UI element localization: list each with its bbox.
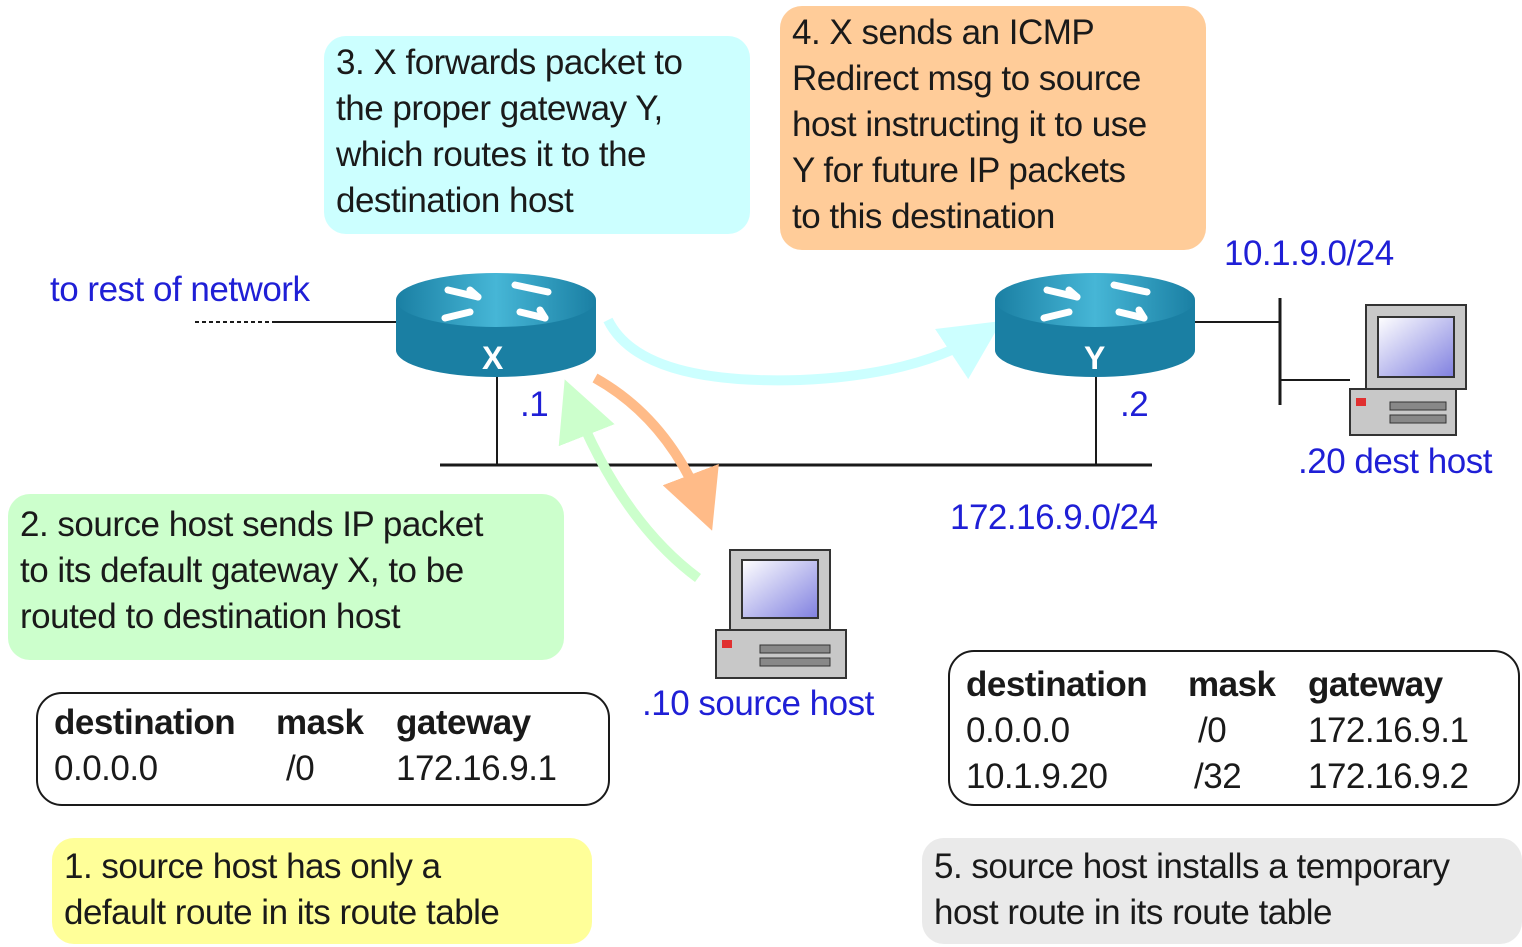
table-row: 10.1.9.20 /32 172.16.9.2	[966, 754, 1469, 800]
table-cell: 172.16.9.2	[1308, 757, 1469, 796]
step4-line: 4. X sends an ICMP	[792, 13, 1095, 52]
step5-note: 5. source host installs a temporary host…	[922, 838, 1522, 944]
route-table-before: destination mask gateway 0.0.0.0 /0 172.…	[36, 692, 610, 806]
step4-line: Y for future IP packets	[792, 151, 1126, 190]
source-host-computer-icon	[715, 549, 847, 679]
dest-host-computer-icon	[1349, 304, 1467, 436]
step4-line: Redirect msg to source	[792, 59, 1141, 98]
table-cell: 172.16.9.1	[1308, 711, 1469, 750]
network-links	[195, 298, 1350, 467]
step5-line: host route in its route table	[934, 893, 1332, 932]
step3-line: the proper gateway Y,	[336, 89, 663, 128]
step4-line: host instructing it to use	[792, 105, 1147, 144]
table-cell: /32	[1194, 757, 1242, 796]
step4-line: to this destination	[792, 197, 1055, 236]
router-x-label: X	[482, 340, 504, 376]
table-cell: /0	[1198, 711, 1227, 750]
step3-line: which routes it to the	[336, 135, 647, 174]
step3-note: 3. X forwards packet to the proper gatew…	[324, 36, 750, 234]
step1-note: 1. source host has only a default route …	[52, 838, 592, 944]
step1-line: 1. source host has only a	[64, 847, 441, 886]
step1-line: default route in its route table	[64, 893, 500, 932]
route-table: destination mask gateway 0.0.0.0 /0 172.…	[966, 662, 1469, 800]
table-row: 0.0.0.0 /0 172.16.9.1	[966, 708, 1469, 754]
table-cell: 172.16.9.1	[396, 749, 557, 788]
step2-line: 2. source host sends IP packet	[20, 505, 483, 544]
column-header: mask	[1188, 665, 1276, 704]
table-cell: 0.0.0.0	[966, 711, 1070, 750]
route-table: destination mask gateway 0.0.0.0 /0 172.…	[54, 700, 557, 792]
router-x-address: .1	[520, 385, 549, 424]
column-header: mask	[276, 703, 364, 742]
table-header-row: destination mask gateway	[54, 700, 556, 746]
redirect-arrow	[592, 373, 719, 531]
remote-subnet-label: 10.1.9.0/24	[1224, 234, 1394, 273]
table-cell: 10.1.9.20	[966, 757, 1108, 796]
column-header: destination	[54, 703, 236, 742]
table-row: 0.0.0.0 /0 172.16.9.1	[54, 746, 557, 792]
packet-arrow	[558, 379, 701, 583]
table-cell: /0	[286, 749, 315, 788]
source-host-label: .10 source host	[642, 684, 874, 723]
step5-line: 5. source host installs a temporary	[934, 847, 1450, 886]
column-header: destination	[966, 665, 1148, 704]
forward-arrow	[603, 317, 1002, 386]
router-y-label: Y	[1084, 340, 1106, 376]
lan-subnet-label: 172.16.9.0/24	[950, 498, 1158, 537]
rest-of-network-label: to rest of network	[50, 270, 310, 309]
table-cell: 0.0.0.0	[54, 749, 158, 788]
route-table-after: destination mask gateway 0.0.0.0 /0 172.…	[948, 650, 1520, 806]
column-header: gateway	[396, 703, 531, 742]
column-header: gateway	[1308, 665, 1443, 704]
step2-line: to its default gateway X, to be	[20, 551, 464, 590]
step3-line: destination host	[336, 181, 574, 220]
step4-note: 4. X sends an ICMP Redirect msg to sourc…	[780, 6, 1206, 250]
router-x-icon	[396, 273, 596, 377]
router-y-icon	[995, 273, 1195, 377]
table-header-row: destination mask gateway	[966, 662, 1468, 708]
dest-host-label: .20 dest host	[1298, 442, 1492, 481]
step2-note: 2. source host sends IP packet to its de…	[8, 494, 564, 660]
step2-line: routed to destination host	[20, 597, 401, 636]
router-y-address: .2	[1120, 385, 1149, 424]
step3-line: 3. X forwards packet to	[336, 43, 683, 82]
